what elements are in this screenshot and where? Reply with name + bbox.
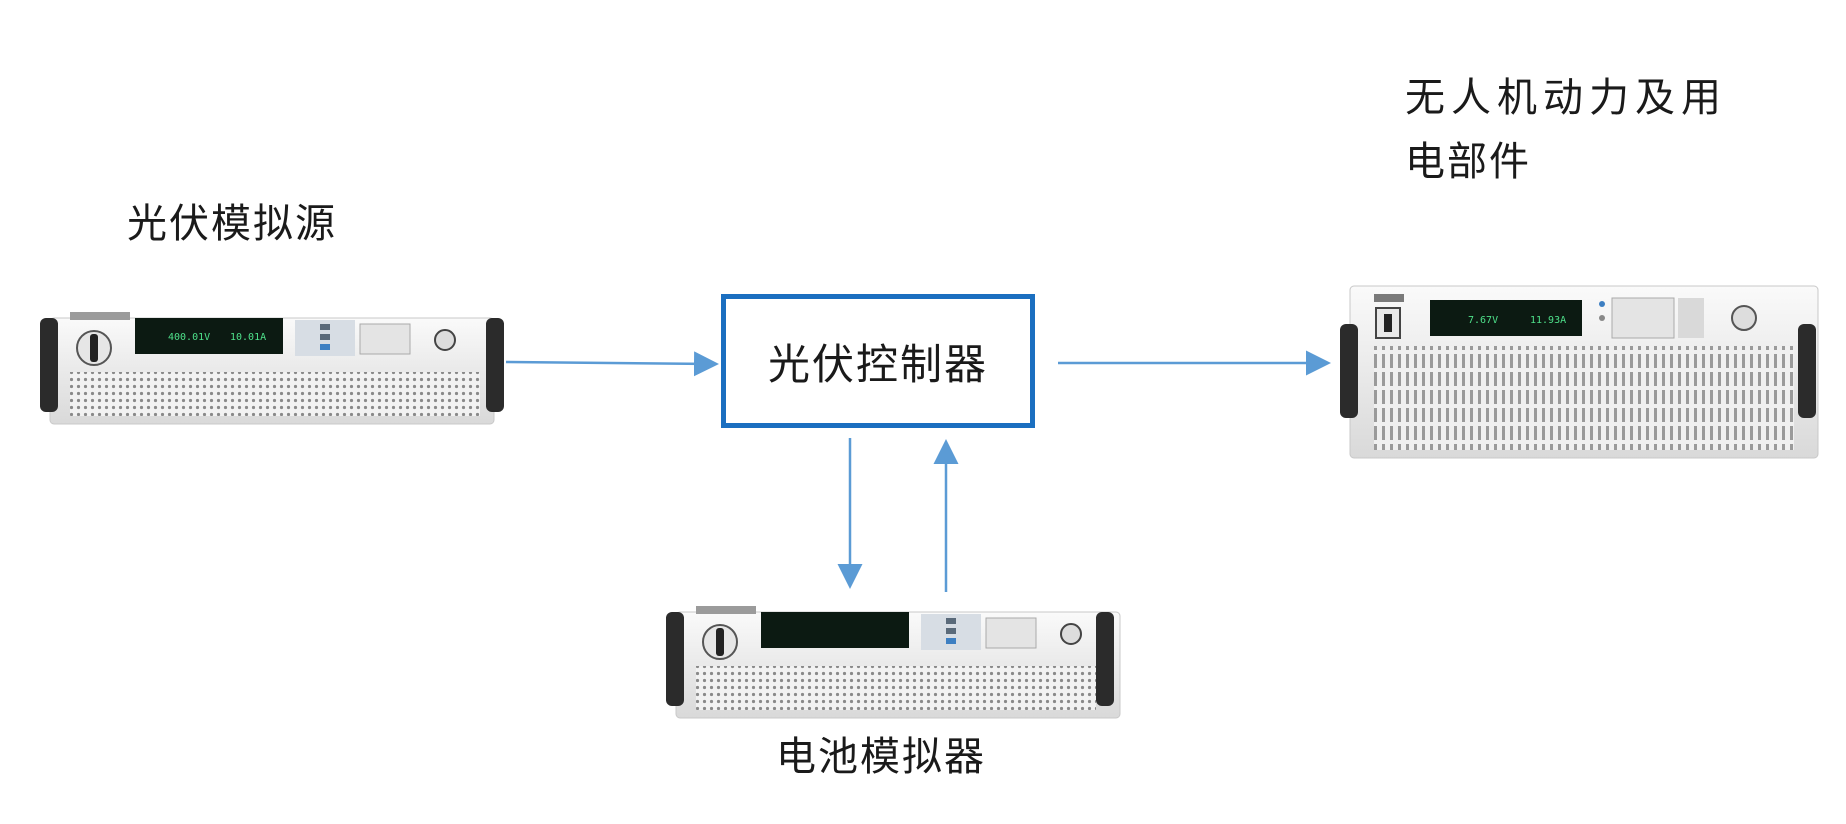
load-voltage-readout: 7.67V	[1468, 315, 1498, 326]
source-current-readout: 10.01A	[230, 332, 266, 343]
source-voltage-readout: 400.01V	[168, 332, 210, 343]
electronic-load-instrument: 7.67V 11.93A	[1340, 285, 1819, 459]
battery-simulator-instrument	[666, 606, 1121, 719]
pv-source-label: 光伏模拟源	[127, 201, 337, 247]
pv-controller-box: 光伏控制器	[721, 294, 1035, 428]
battery-simulator-label: 电池模拟器	[776, 734, 986, 780]
pv-controller-label: 光伏控制器	[767, 339, 988, 389]
load-current-readout: 11.93A	[1530, 315, 1566, 326]
drone-parts-label-line2: 电部件	[1405, 139, 1531, 185]
arrow-source-to-controller	[505, 351, 719, 377]
drone-parts-label-line1: 无人机动力及用	[1405, 75, 1727, 121]
pv-source-instrument: 400.01V 10.01A	[40, 312, 504, 425]
